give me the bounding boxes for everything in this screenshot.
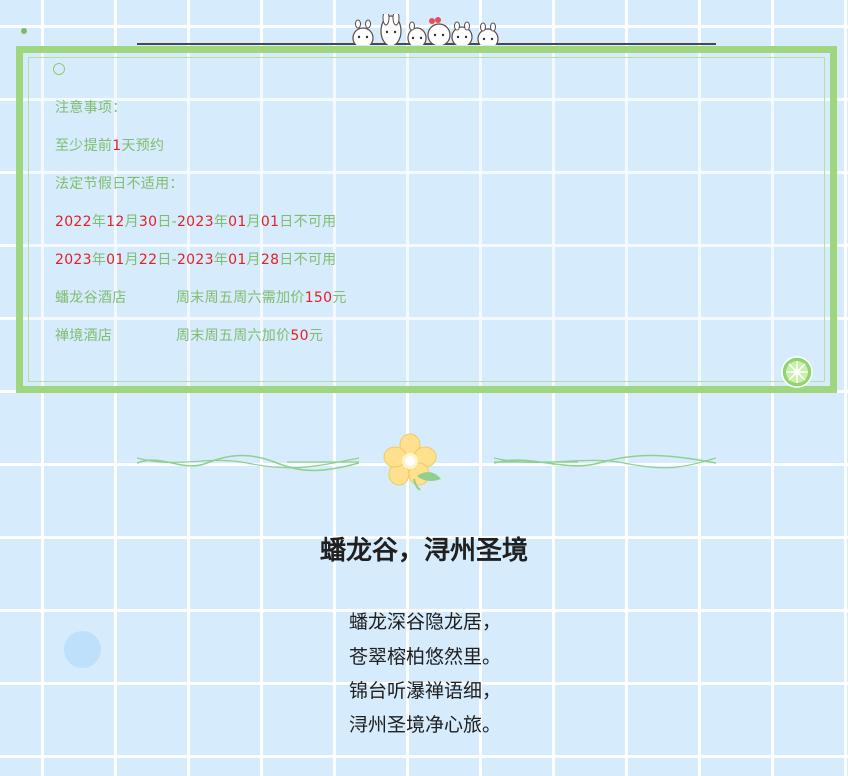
yellow-flower-icon [383, 433, 441, 491]
period-suffix: 日不可用 [279, 214, 337, 230]
period-unit: 年 [213, 252, 229, 268]
notice-inner-border [28, 57, 825, 382]
period-unit: 年 [213, 214, 229, 230]
decorative-bubble [64, 631, 101, 668]
hanging-line [137, 43, 716, 45]
hotel-name: 禅境酒店 [55, 328, 113, 344]
period-unit: 日- [157, 214, 177, 230]
period-value: 12 [106, 214, 125, 230]
period-unit: 月 [246, 252, 261, 268]
period-value: 01 [228, 252, 247, 268]
period-unit: 日- [157, 252, 177, 268]
poem-line-2: 苍翠榕柏悠然里。 [349, 646, 502, 668]
hotel-rule: 周末周五周六需加价 [176, 290, 305, 306]
holiday-title: 法定节假日不适用： [55, 176, 184, 192]
period-value: 01 [106, 252, 125, 268]
hotel-amount: 50 [290, 328, 309, 344]
booking-days: 1 [112, 138, 122, 154]
hotel-name: 蟠龙谷酒店 [55, 290, 127, 306]
period-unit: 年 [91, 214, 107, 230]
hotel-unit: 元 [308, 328, 324, 344]
period-value: 2023 [55, 252, 92, 268]
period-unit: 年 [91, 252, 107, 268]
cute-animal-faces-icon [352, 14, 499, 45]
holiday-period-2: 2023年01月22日-2023年01月28日不可用 [55, 250, 336, 270]
period-suffix: 日不可用 [279, 252, 337, 268]
page-title: 蟠龙谷，浔州圣境 [319, 536, 528, 566]
green-dot-icon [21, 28, 27, 34]
vine-divider-icon [494, 454, 716, 469]
notice-title: 注意事项： [55, 100, 127, 116]
period-value: 2022 [55, 214, 92, 230]
hotel-surcharge-1: 蟠龙谷酒店 周末周五周六需加价150元 [55, 288, 347, 308]
period-value: 28 [260, 252, 280, 268]
period-value: 01 [228, 214, 247, 230]
poem-line-3: 锦台听瀑禅语细， [349, 680, 502, 702]
booking-suffix: 天预约 [121, 138, 165, 154]
period-unit: 月 [246, 214, 261, 230]
hotel-surcharge-2: 禅境酒店 周末周五周六加价50元 [55, 326, 323, 346]
hotel-unit: 元 [332, 290, 347, 306]
period-value: 2023 [176, 214, 214, 230]
vine-divider-icon [137, 454, 359, 472]
period-value: 01 [260, 214, 280, 230]
period-unit: 月 [124, 252, 139, 268]
period-unit: 月 [124, 214, 139, 230]
period-value: 30 [138, 214, 158, 230]
period-value: 22 [138, 252, 158, 268]
poem-line-1: 蟠龙深谷隐龙居， [349, 611, 502, 633]
notice-card [16, 46, 837, 393]
booking-advance-note: 至少提前1天预约 [55, 136, 164, 156]
hotel-rule: 周末周五周六加价 [176, 328, 291, 344]
period-value: 2023 [176, 252, 214, 268]
poem-line-4: 浔州圣境净心旅。 [349, 714, 502, 736]
holiday-period-1: 2022年12月30日-2023年01月01日不可用 [55, 212, 336, 232]
lime-slice-icon [781, 356, 813, 388]
hotel-amount: 150 [304, 290, 333, 306]
green-ring-icon [53, 63, 65, 75]
booking-prefix: 至少提前 [55, 138, 113, 154]
